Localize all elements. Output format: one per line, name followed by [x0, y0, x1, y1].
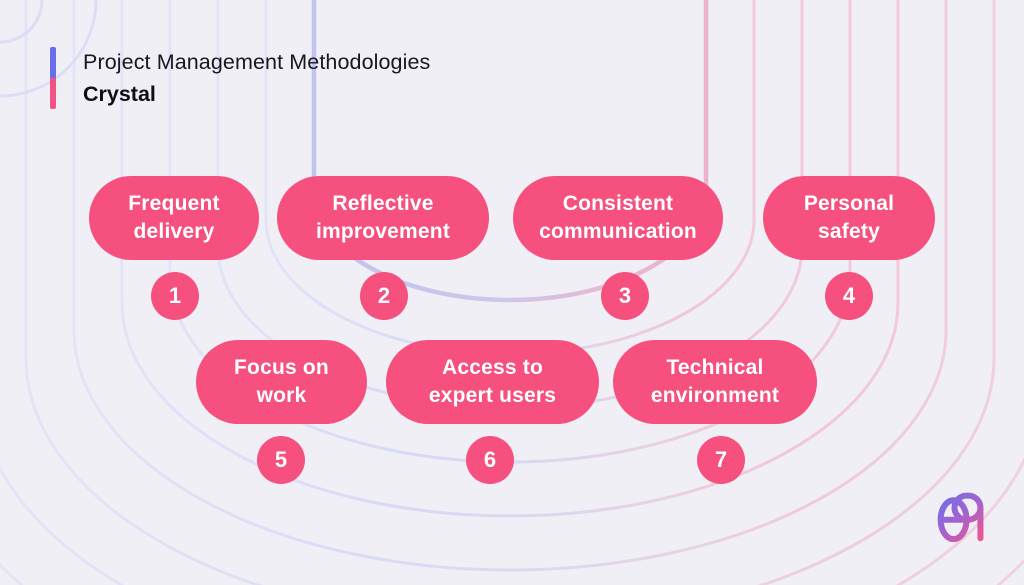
badge-number: 5: [274, 447, 288, 472]
number-badge-5: 5: [257, 436, 305, 484]
pill-technical-environment: Technical environment: [613, 340, 817, 424]
pill-label: Personal safety: [803, 192, 895, 243]
pill-label: Access to expert users: [428, 356, 557, 407]
page-title: Crystal: [83, 82, 156, 106]
pill-label: Frequent delivery: [128, 192, 220, 243]
pill-label: Technical environment: [650, 356, 780, 407]
pill-label: Focus on work: [234, 356, 329, 407]
pill-label: Reflective improvement: [315, 192, 451, 243]
number-badge-3: 3: [601, 272, 649, 320]
badge-number: 4: [842, 283, 856, 308]
accent-bar: [50, 47, 56, 109]
pill-access-to-expert-users: Access to expert users: [386, 340, 599, 424]
number-badge-1: 1: [151, 272, 199, 320]
brand-logo-icon: [937, 492, 984, 543]
header-titles: Project Management Methodologies Crystal: [83, 47, 430, 109]
badge-number: 3: [618, 283, 632, 308]
number-badge-4: 4: [825, 272, 873, 320]
badge-number: 7: [714, 447, 728, 472]
header: Project Management Methodologies Crystal: [50, 47, 430, 109]
number-badge-2: 2: [360, 272, 408, 320]
pill-personal-safety: Personal safety: [763, 176, 935, 260]
pill-consistent-communication: Consistent communication: [513, 176, 723, 260]
number-badge-7: 7: [697, 436, 745, 484]
header-eyebrow: Project Management Methodologies: [83, 50, 431, 74]
pill-frequent-delivery: Frequent delivery: [89, 176, 259, 260]
badge-number: 2: [377, 283, 391, 308]
badge-number: 6: [483, 447, 497, 472]
pill-label: Consistent communication: [539, 192, 697, 243]
pill-focus-on-work: Focus on work: [196, 340, 367, 424]
badge-number: 1: [168, 283, 182, 308]
number-badge-6: 6: [466, 436, 514, 484]
pill-reflective-improvement: Reflective improvement: [277, 176, 489, 260]
